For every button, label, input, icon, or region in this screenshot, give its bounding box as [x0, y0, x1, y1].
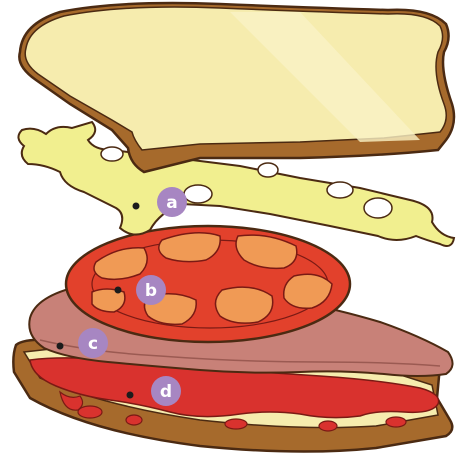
marker-d-dot: [127, 392, 134, 399]
marker-c-dot: [57, 343, 64, 350]
sauce-drop-5: [386, 417, 406, 427]
tomato-chamber-5: [215, 287, 272, 323]
marker-a-dot: [133, 203, 140, 210]
sauce-drop-3: [225, 419, 247, 429]
cheese-hole-4: [364, 198, 392, 218]
cheese-hole-3: [327, 182, 353, 198]
sauce-drop-2: [126, 415, 142, 425]
tomato-slice: [66, 226, 350, 342]
sauce-drop-1: [78, 406, 102, 418]
cheese-hole-2: [258, 163, 278, 177]
marker-a-label: a: [166, 193, 177, 213]
marker-d-label: d: [160, 382, 172, 402]
marker-c-label: c: [88, 334, 98, 354]
marker-b-label: b: [145, 281, 157, 301]
cheese-hole-1: [184, 185, 212, 203]
sauce-drop-4: [319, 421, 337, 431]
cheese-hole-5: [101, 147, 123, 161]
marker-b-dot: [115, 287, 122, 294]
